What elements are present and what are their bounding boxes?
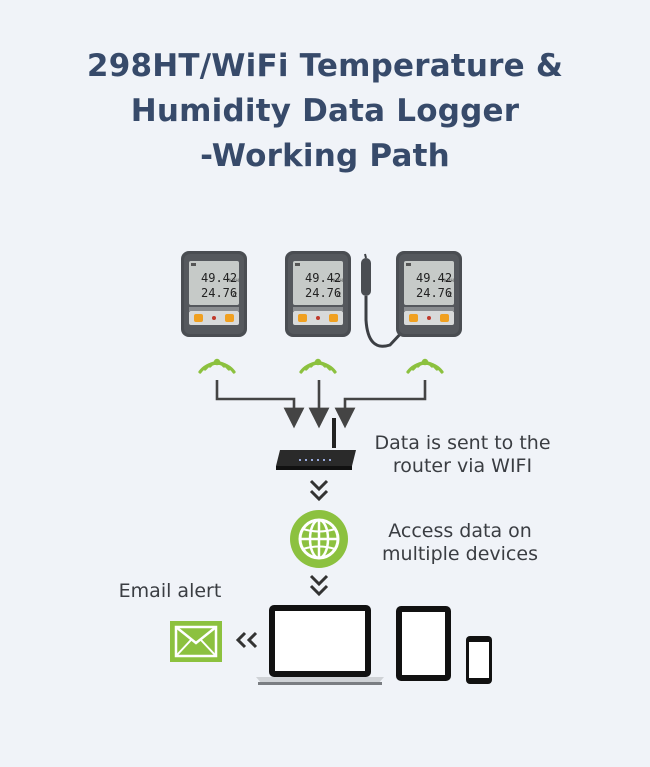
logger-1-humidity-unit: %RH	[228, 278, 239, 284]
tablet-icon	[396, 606, 451, 681]
external-probe	[361, 253, 406, 348]
logger-3-humidity: 49.42	[416, 271, 452, 285]
logger-1-temperature: 24.76	[201, 286, 237, 300]
router-caption: Data is sent to the router via WIFI	[365, 432, 560, 478]
router-caption-line-2: router via WIFI	[392, 455, 533, 477]
logger-1-temperature-unit: C	[233, 292, 237, 299]
router-icon	[276, 418, 356, 470]
chevron-left-icon	[235, 631, 258, 649]
logger-3-humidity-unit: %RH	[443, 278, 454, 284]
title-line-2: Humidity Data Logger	[130, 93, 520, 129]
logger-3-temperature: 24.76	[416, 286, 452, 300]
phone-icon	[466, 636, 492, 684]
logger-1-humidity: 49.42	[201, 271, 237, 285]
logger-2-humidity: 49.42	[305, 271, 341, 285]
email-caption: Email alert	[118, 580, 222, 602]
data-logger-3: 49.42 %RH 24.76 C	[396, 251, 462, 337]
cloud-caption-line-1: Access data on	[388, 520, 532, 542]
chevron-down-icon	[309, 479, 329, 502]
email-icon	[170, 621, 222, 662]
laptop-icon	[256, 605, 384, 685]
wifi-icon	[299, 357, 337, 374]
data-logger-2: 49.42 %RH 24.76 C	[285, 251, 351, 337]
data-logger-1: 49.42 %RH 24.76 C	[181, 251, 247, 337]
wifi-icon	[198, 357, 236, 374]
globe-icon	[290, 510, 348, 568]
page-title: 298HT/WiFi Temperature & Humidity Data L…	[0, 44, 650, 179]
logger-2-temperature: 24.76	[305, 286, 341, 300]
cloud-caption: Access data on multiple devices	[365, 520, 555, 566]
router-caption-line-1: Data is sent to the	[374, 432, 551, 454]
logger-2-humidity-unit: %RH	[332, 278, 343, 284]
arrows-to-router	[215, 380, 427, 429]
logger-3-temperature-unit: C	[448, 292, 452, 299]
cloud-caption-line-2: multiple devices	[382, 543, 538, 565]
chevron-down-icon	[309, 574, 329, 597]
logger-2-temperature-unit: C	[337, 292, 341, 299]
title-line-3: -Working Path	[200, 138, 450, 174]
wifi-icon	[406, 357, 444, 374]
title-line-1: 298HT/WiFi Temperature &	[86, 48, 564, 84]
